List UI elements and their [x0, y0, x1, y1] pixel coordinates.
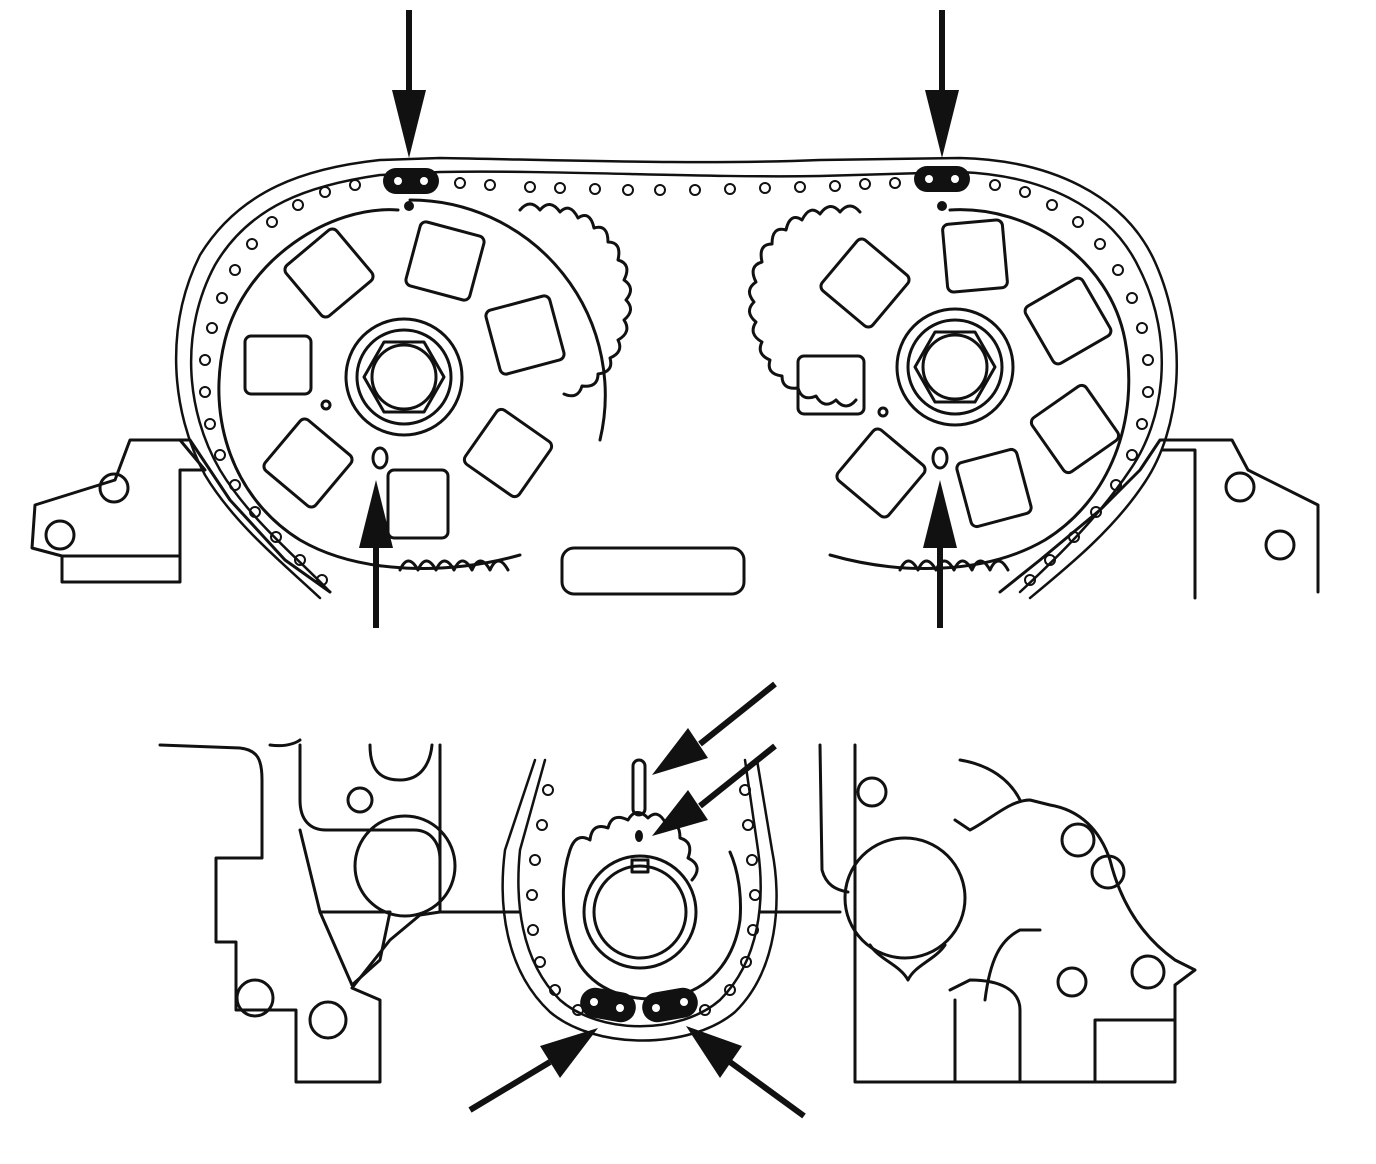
arrow-right-pin-hole	[923, 480, 957, 628]
hex-bolt	[913, 330, 997, 404]
right-marked-link	[914, 166, 970, 192]
upper-callout-arrows	[359, 10, 959, 628]
window	[404, 220, 486, 302]
window	[283, 227, 375, 319]
window	[462, 407, 554, 499]
window	[386, 468, 450, 540]
left-camshaft-sprocket	[217, 198, 632, 572]
window	[819, 237, 911, 329]
right-block-outline	[758, 743, 1197, 1084]
window	[955, 447, 1033, 529]
cylinder-head-outline	[30, 438, 1320, 600]
lower-timing-chain	[501, 758, 778, 1042]
upper-timing-chain	[174, 156, 1179, 600]
left-block-outline	[158, 738, 522, 1084]
window	[1023, 276, 1113, 366]
sprocket-hub	[344, 317, 464, 437]
window	[941, 218, 1009, 294]
right-camshaft-sprocket	[748, 204, 1131, 572]
arrow-timing-pointer	[652, 681, 777, 775]
timing-pin-hole	[371, 446, 389, 470]
crank-marked-link-right	[642, 987, 698, 1023]
timing-pin-hole	[931, 446, 949, 470]
window	[835, 427, 927, 519]
upper-assembly	[30, 156, 1320, 600]
arrow-left-pin-hole	[359, 480, 393, 628]
window	[262, 417, 354, 509]
left-marked-link	[383, 168, 439, 194]
left-sprocket-teeth	[408, 198, 632, 442]
right-timing-mark	[937, 201, 947, 211]
crank-bore	[592, 864, 688, 960]
hex-bolt	[362, 340, 446, 414]
left-timing-mark	[404, 201, 414, 211]
crank-hub-outer	[582, 854, 698, 970]
window	[243, 334, 313, 396]
timing-pointer	[631, 758, 647, 817]
sprocket-hub	[895, 307, 1015, 427]
arrow-crank-link-left	[468, 1028, 598, 1113]
arrow-crank-link-right	[686, 1026, 806, 1119]
arrow-crank-timing-mark	[652, 743, 777, 836]
crank-key	[630, 858, 650, 874]
window	[484, 294, 566, 376]
lower-callout-arrows	[468, 681, 806, 1119]
lower-assembly	[158, 738, 1197, 1084]
crank-timing-mark	[635, 830, 643, 842]
crank-marked-link-left	[580, 987, 636, 1023]
window	[796, 354, 866, 416]
window	[1029, 383, 1121, 475]
arrow-left-link	[392, 10, 426, 158]
right-sprocket-teeth	[748, 204, 862, 408]
arrow-right-link	[925, 10, 959, 158]
